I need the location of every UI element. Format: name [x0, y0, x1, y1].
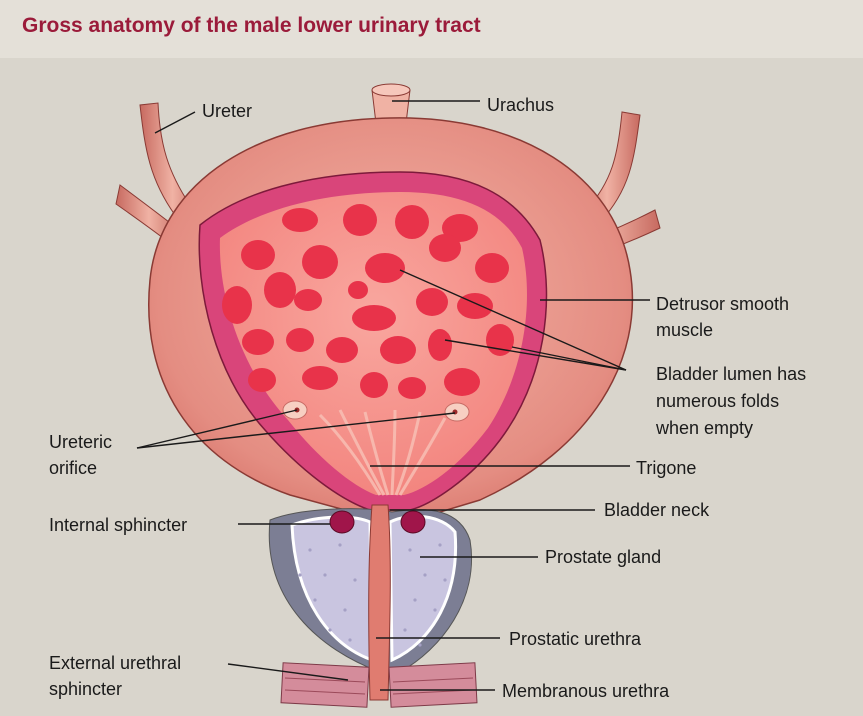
label-detrusor-line1: Detrusor smooth — [656, 292, 789, 316]
internal-sphincter-left — [330, 511, 354, 533]
label-membranous-urethra: Membranous urethra — [502, 679, 669, 703]
label-ureteric-line2: orifice — [49, 456, 97, 480]
label-ureteric-line1: Ureteric — [49, 430, 112, 454]
label-prostate-gland: Prostate gland — [545, 545, 661, 569]
label-detrusor-line2: muscle — [656, 318, 713, 342]
label-prostatic-urethra: Prostatic urethra — [509, 627, 641, 651]
label-lumen-line2: numerous folds — [656, 389, 779, 413]
label-ureter: Ureter — [202, 99, 252, 123]
label-lumen-line1: Bladder lumen has — [656, 362, 806, 386]
label-external-line1: External urethral — [49, 651, 181, 675]
label-external-line2: sphincter — [49, 677, 122, 701]
label-urachus: Urachus — [487, 93, 554, 117]
label-bladder-neck: Bladder neck — [604, 498, 709, 522]
urethra — [369, 505, 391, 700]
label-internal-sphincter: Internal sphincter — [49, 513, 187, 537]
internal-sphincter-right — [401, 511, 425, 533]
label-trigone: Trigone — [636, 456, 696, 480]
label-lumen-line3: when empty — [656, 416, 753, 440]
